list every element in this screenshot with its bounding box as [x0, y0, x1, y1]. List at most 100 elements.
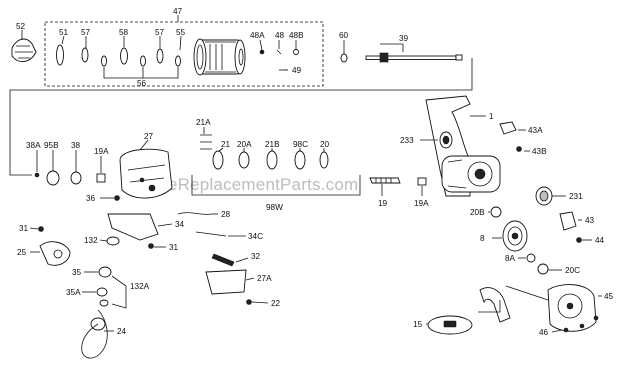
label-46: 46	[539, 328, 549, 337]
part-51-washer	[56, 44, 64, 66]
part-132-trip	[106, 236, 120, 246]
label-56: 56	[137, 79, 147, 88]
part-8A-washer	[526, 253, 536, 263]
label-57-a: 57	[81, 28, 91, 37]
part-36-screw	[114, 195, 120, 201]
label-1: 1	[489, 112, 494, 121]
spool-group	[11, 21, 463, 87]
label-39: 39	[399, 34, 409, 43]
part-56-washer-b	[140, 55, 146, 67]
bracket-47	[44, 21, 324, 87]
label-8A: 8A	[505, 254, 516, 263]
part-56-washer-c	[175, 55, 181, 67]
label-21B: 21B	[265, 140, 280, 149]
part-43B-screw	[516, 146, 522, 152]
part-57-washer-b	[156, 48, 164, 64]
part-58-washer	[120, 47, 128, 65]
label-19A-left: 19A	[94, 147, 109, 156]
label-27A: 27A	[257, 274, 272, 283]
part-31-screw-a	[38, 226, 44, 232]
part-27-rotor-arm	[119, 148, 173, 199]
part-56-washer-a	[101, 55, 107, 67]
label-51: 51	[59, 28, 69, 37]
label-57-b: 57	[155, 28, 165, 37]
part-46-screws	[563, 315, 599, 333]
label-19: 19	[378, 199, 388, 208]
part-48B	[293, 49, 299, 55]
label-36: 36	[86, 194, 96, 203]
part-24-bail-wire	[81, 309, 108, 359]
right-leaders	[420, 115, 602, 333]
top-leaders	[21, 15, 404, 79]
part-spool	[193, 38, 246, 76]
part-19-pinion	[369, 177, 401, 184]
label-43B: 43B	[532, 147, 547, 156]
label-132: 132	[84, 236, 98, 245]
part-38A-screw	[34, 172, 40, 178]
part-43-cover	[559, 211, 577, 231]
middle-leaders	[36, 127, 423, 196]
label-98W: 98W	[266, 203, 283, 212]
part-20A	[238, 151, 250, 169]
bracket-98W	[191, 175, 361, 196]
part-95B	[46, 170, 60, 186]
label-44: 44	[595, 236, 605, 245]
label-47: 47	[173, 7, 183, 16]
flow-line	[9, 58, 473, 176]
label-25: 25	[17, 248, 27, 257]
part-45-side-cover	[547, 284, 597, 332]
label-27: 27	[144, 132, 154, 141]
label-32: 32	[251, 252, 261, 261]
part-98C	[294, 150, 306, 170]
label-58: 58	[119, 28, 129, 37]
part-35-roller	[98, 266, 112, 278]
part-21	[212, 150, 224, 170]
part-132A-washer	[99, 299, 109, 307]
label-98C: 98C	[293, 140, 308, 149]
label-24: 24	[117, 327, 127, 336]
part-labels: 52 47 51 57 58 57 55 56 48A 48 48B 49 60…	[16, 7, 614, 337]
label-21: 21	[221, 140, 231, 149]
label-34: 34	[175, 220, 185, 229]
label-20A: 20A	[237, 140, 252, 149]
part-21A-screws	[200, 134, 212, 150]
part-21B	[266, 150, 278, 170]
part-19A-right	[417, 177, 427, 186]
label-35A: 35A	[66, 288, 81, 297]
part-32-spring	[211, 253, 235, 267]
label-20: 20	[320, 140, 330, 149]
label-31-a: 31	[19, 224, 29, 233]
label-52: 52	[16, 22, 26, 31]
part-28-spring	[177, 212, 213, 215]
part-35A-washer	[96, 287, 108, 297]
label-231: 231	[569, 192, 583, 201]
part-25-bail-mount	[39, 241, 71, 266]
label-45: 45	[604, 292, 614, 301]
label-49: 49	[292, 66, 302, 75]
part-20C	[537, 263, 549, 275]
rotor-shaft-group	[34, 134, 427, 199]
part-22-screw	[246, 299, 252, 305]
label-233: 233	[400, 136, 414, 145]
part-19A-left	[96, 173, 106, 183]
part-15-handle	[427, 287, 511, 335]
part-48A	[259, 49, 265, 55]
part-27A-cover	[205, 269, 247, 295]
bail-group	[38, 195, 252, 359]
part-43A	[499, 121, 517, 135]
label-60: 60	[339, 31, 349, 40]
label-43: 43	[585, 216, 595, 225]
body-group	[425, 95, 599, 335]
watermark-text: eReplacementParts.com	[168, 175, 358, 194]
part-48	[276, 49, 282, 55]
part-20	[319, 151, 329, 169]
part-34C	[195, 231, 227, 237]
label-43A: 43A	[528, 126, 543, 135]
part-38	[70, 171, 82, 185]
label-48: 48	[275, 31, 285, 40]
label-31-b: 31	[169, 243, 179, 252]
label-38: 38	[71, 141, 81, 150]
part-57-washer	[81, 47, 89, 63]
